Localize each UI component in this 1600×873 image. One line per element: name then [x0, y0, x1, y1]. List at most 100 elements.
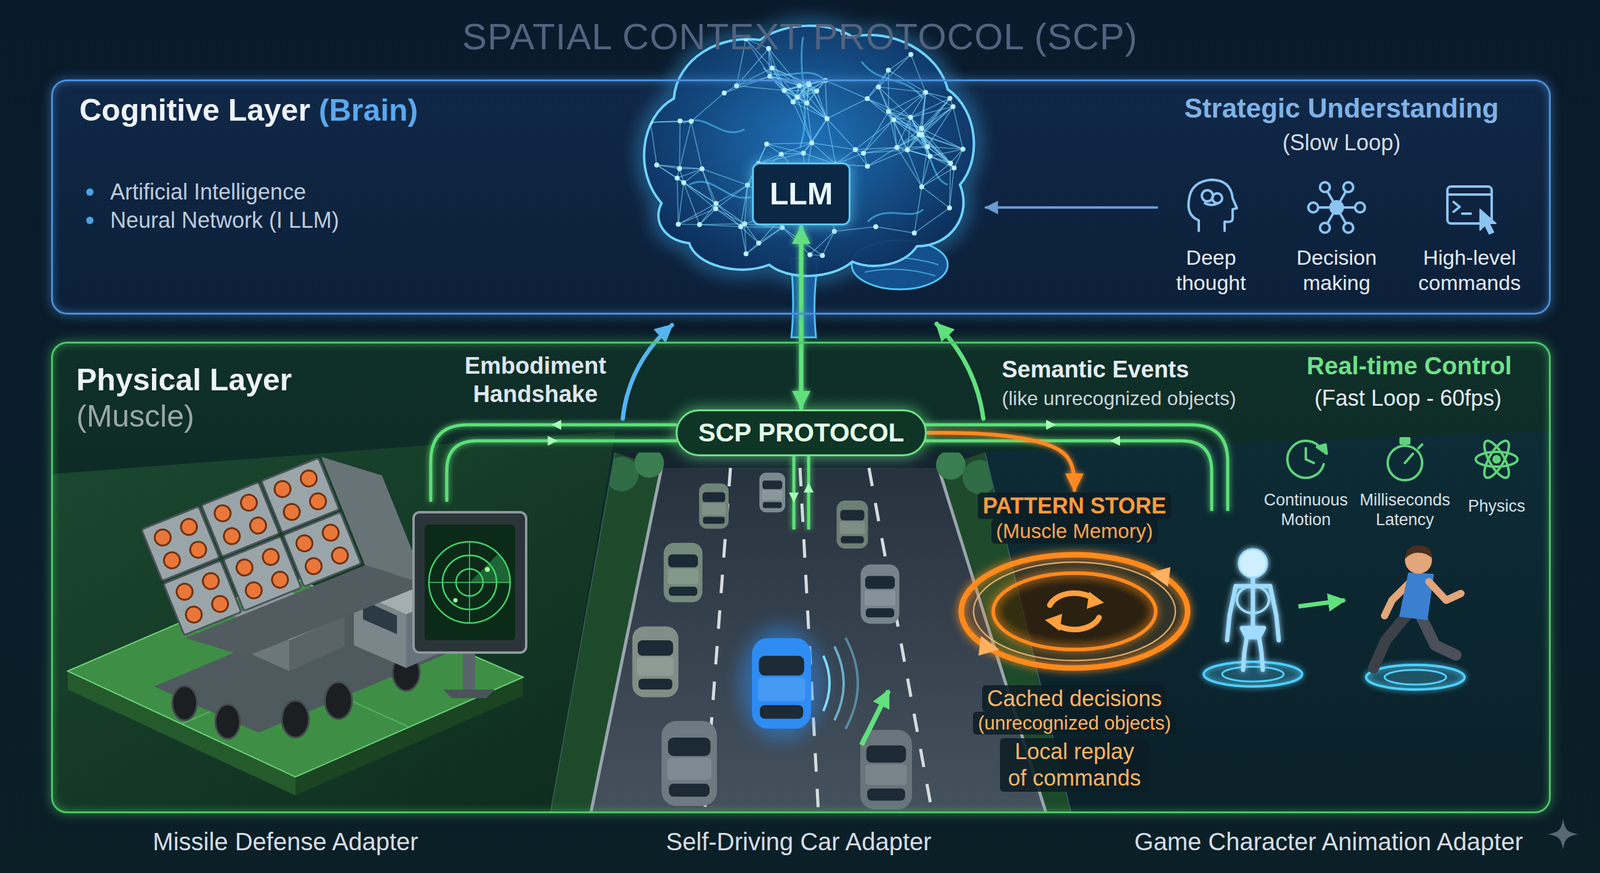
neural-network-lines — [867, 150, 908, 167]
box-label: SCP PROTOCOL — [698, 417, 905, 448]
realtime-icon — [1480, 437, 1514, 482]
section-heading: Real-time Control — [1306, 350, 1512, 381]
neural-network-lines — [860, 150, 866, 156]
neural-network-lines — [886, 67, 892, 73]
adapter-caption: Game Character Animation Adapter — [1134, 826, 1523, 856]
neural-network-lines — [781, 88, 787, 93]
neural-network-lines — [713, 206, 719, 212]
neural-network-lines — [674, 175, 680, 181]
neural-network-lines — [947, 205, 952, 211]
flow-arrow — [622, 324, 672, 419]
layer-heading: Cognitive Layer — [79, 91, 311, 129]
bullet-item: Neural Network (I LLM) — [110, 206, 340, 234]
self-driving-car-illustration — [962, 459, 997, 495]
neural-network-lines — [893, 119, 897, 148]
brain-illustration — [644, 25, 975, 338]
neural-network-lines — [918, 125, 924, 131]
strategy-icon — [1447, 193, 1492, 196]
neural-network-lines — [676, 166, 682, 172]
icon-caption: Physics — [1467, 496, 1525, 516]
neural-network-lines — [716, 203, 745, 224]
layer-panel: Physical Layer(Muscle)SCP PROTOCOLPATTER… — [51, 341, 1551, 813]
icon-caption: Decision making — [1275, 244, 1399, 296]
strategy-icon — [1212, 193, 1223, 204]
neural-network-lines — [772, 68, 794, 103]
missile-launcher-illustration — [413, 512, 527, 653]
bus-arrowhead — [547, 435, 558, 446]
strategy-icon — [1355, 202, 1365, 213]
neural-network-lines — [876, 84, 882, 90]
neural-network-lines — [864, 96, 870, 101]
neural-network-lines — [875, 226, 915, 233]
neural-network-lines — [806, 81, 812, 87]
bus-arrowhead — [1110, 435, 1120, 446]
neural-network-lines — [679, 121, 692, 169]
self-driving-car-illustration — [604, 456, 639, 492]
neural-network-lines — [867, 70, 888, 99]
neural-network-lines — [827, 118, 856, 150]
strategy-icon — [1320, 222, 1330, 233]
neural-network-lines — [893, 119, 922, 135]
neural-network-lines — [764, 141, 770, 147]
neural-network-lines — [681, 180, 687, 186]
neural-network-lines — [908, 114, 914, 120]
neural-network-lines — [910, 116, 928, 147]
neural-network-lines — [912, 230, 917, 236]
neural-network-lines — [678, 208, 716, 224]
neural-network-lines — [678, 223, 700, 225]
layer-ground — [51, 430, 616, 813]
self-driving-car-illustration — [823, 655, 830, 711]
neural-network-lines — [907, 150, 951, 164]
brain-illustration — [644, 25, 975, 276]
self-driving-car-illustration — [664, 542, 703, 603]
strategy-icon — [1336, 207, 1346, 224]
neural-network-lines — [855, 149, 868, 167]
neural-network-lines — [766, 144, 804, 154]
strategy-icon — [1308, 202, 1319, 213]
ring-symbol — [978, 635, 1000, 656]
watermark-sparkle — [1547, 818, 1579, 850]
neural-network-lines — [745, 227, 783, 254]
neural-network-lines — [814, 88, 820, 94]
neural-network-lines — [919, 184, 925, 189]
neural-network-lines — [852, 147, 858, 152]
neural-network-lines — [951, 165, 957, 171]
neural-network-lines — [878, 70, 889, 87]
missile-launcher-illustration — [428, 541, 511, 623]
strategy-icon — [1327, 207, 1337, 224]
game-character-illustration — [1384, 669, 1447, 685]
self-driving-car-illustration — [634, 448, 664, 478]
neural-network-lines — [891, 116, 896, 122]
neural-network-lines — [715, 208, 745, 224]
neural-network-lines — [683, 182, 700, 225]
box-label: LLM — [769, 175, 834, 213]
neural-network-lines — [650, 122, 657, 165]
neural-network-lines — [878, 54, 912, 88]
neural-network-lines — [953, 148, 963, 168]
game-character-illustration — [1227, 548, 1279, 670]
neural-network-lines — [886, 108, 892, 114]
neural-network-lines — [925, 92, 950, 99]
neural-network-lines — [781, 153, 804, 155]
game-character-illustration — [1373, 545, 1461, 668]
realtime-icon — [1305, 459, 1314, 463]
neural-network-lines — [675, 221, 681, 227]
neural-network-lines — [950, 104, 956, 109]
neural-network-lines — [740, 185, 748, 228]
neural-network-lines — [855, 147, 898, 149]
protocol-bus — [430, 424, 677, 502]
section-subheading: (Slow Loop) — [1282, 129, 1401, 156]
layer-ground — [51, 341, 1551, 813]
ring-symbol — [1149, 566, 1171, 587]
neural-network-lines — [914, 186, 922, 233]
pattern-store: PATTERN STORE(Muscle Memory) Cached deci… — [939, 492, 1210, 792]
neural-network-lines — [824, 116, 830, 122]
neural-network-lines — [742, 220, 748, 226]
bullet-dot — [86, 188, 94, 196]
missile-launcher-illustration — [283, 512, 361, 587]
missile-launcher-illustration — [469, 553, 511, 583]
neural-network-lines — [766, 144, 782, 154]
neural-network-lines — [914, 208, 950, 234]
neural-network-lines — [683, 182, 716, 204]
icon-caption: Continuous Motion — [1259, 489, 1352, 530]
